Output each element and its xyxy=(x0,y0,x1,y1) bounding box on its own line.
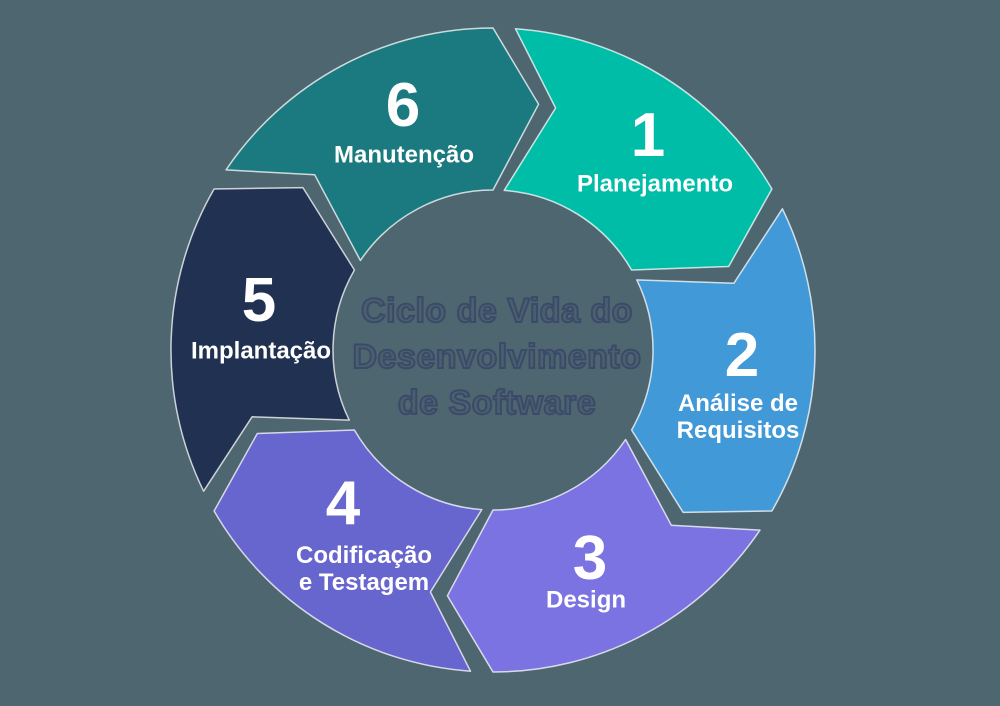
segment-6-label: Manutenção xyxy=(334,142,474,169)
segment-3-number: 3 xyxy=(572,524,608,593)
segment-4-label-line: e Testagem xyxy=(298,569,430,596)
segment-2-number: 2 xyxy=(724,321,760,390)
segment-6-number: 6 xyxy=(385,71,421,140)
segment-2-arrow xyxy=(630,208,816,514)
center-title-line-2: Desenvolvimento xyxy=(352,338,641,376)
segment-5-label-line: Implantação xyxy=(190,337,332,365)
diagram-center-title: Ciclo de Vida do Desenvolvimento de Soft… xyxy=(351,291,642,423)
center-title-line-3: de Software xyxy=(398,384,596,422)
segment-1-number: 1 xyxy=(630,101,666,170)
segment-1-label: Planejamento xyxy=(577,171,733,198)
segment-4-arrow xyxy=(213,429,483,672)
segment-1-arrow xyxy=(503,28,773,271)
segment-5-arrow xyxy=(170,186,356,492)
segment-3-label: Design xyxy=(546,587,626,614)
segments-layer xyxy=(170,27,816,673)
segment-4-label-line: Codificação xyxy=(295,542,433,569)
segment-4-label: Codificação e Testagem xyxy=(296,542,432,596)
segment-5-number: 5 xyxy=(241,266,277,335)
segment-3-label-line: Design xyxy=(545,586,627,614)
segment-6-label-line: Manutenção xyxy=(333,141,475,169)
segment-1-label-line: Planejamento xyxy=(576,170,734,198)
segment-5-label: Implantação xyxy=(191,338,331,365)
segment-2-label-line: Análise de xyxy=(677,390,799,417)
segment-2-label-line: Requisitos xyxy=(676,417,800,444)
segment-2-label: Análise de Requisitos xyxy=(677,390,800,444)
segment-3-arrow xyxy=(446,438,761,673)
segment-4-number: 4 xyxy=(325,469,361,538)
segment-6-arrow xyxy=(225,27,540,262)
center-title-line-1: Ciclo de Vida do xyxy=(361,292,633,330)
